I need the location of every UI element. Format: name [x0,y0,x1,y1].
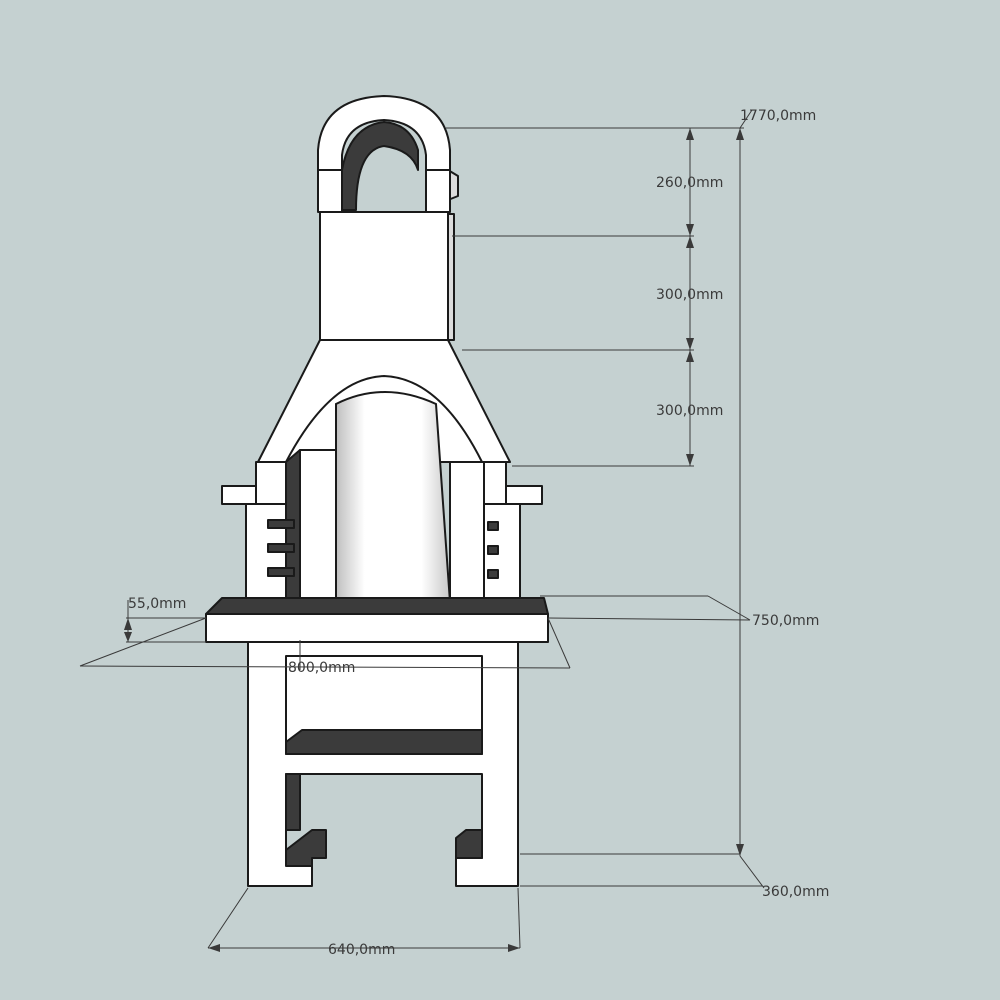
dim-label-hood: 300,0mm [656,403,723,419]
right-pillar [483,503,521,613]
right-grill-slots [487,521,499,579]
left-grill-slots [267,519,295,577]
fire-chamber [335,391,452,603]
dim-label-base-depth: 360,0mm [762,884,829,900]
dim-counter-height: 750,0mm [540,595,819,629]
dim-hood: 300,0mm [656,350,723,466]
chimney-shaft-shade [447,213,455,341]
right-foot-shade [455,829,483,859]
left-pillar-top [255,461,287,505]
cap-arch [317,95,451,171]
right-pillar-inner [449,461,485,603]
inner-left-wall [299,449,337,603]
dim-label-counter-height: 750,0mm [752,613,819,629]
left-slot-2 [267,543,295,553]
cap-inner-dark [341,121,419,211]
dim-label-chimney-cap: 260,0mm [656,175,723,191]
cap-left-leg [317,169,343,213]
right-slot-1 [487,521,499,531]
right-pillar-top [483,461,507,505]
dim-total-height: 1770,0mm [736,108,816,856]
base-upper-shelf [285,729,483,755]
dim-label-base-width: 640,0mm [328,942,395,958]
left-slot-3 [267,567,295,577]
dim-base-width: 640,0mm [207,887,521,958]
base-frame [247,641,519,887]
base-lower-left-shade [285,773,301,831]
right-slot-2 [487,545,499,555]
left-pillar-inner-face [285,449,301,613]
left-foot-shade [285,829,327,867]
countertop-slab [205,613,549,643]
dim-label-slab-thickness: 55,0mm [128,596,186,612]
chimney-cap [317,95,459,213]
cap-right-leg [425,169,451,213]
slab-top-face [205,597,549,615]
dim-slab-thickness: 55,0mm [124,596,206,643]
dim-slab-width: 800,0mm [79,617,571,676]
dim-chimney-cap: 260,0mm [656,128,723,236]
dim-chimney-shaft: 300,0mm [656,236,723,350]
dim-label-total-height: 1770,0mm [740,108,816,124]
dim-base-depth: 360,0mm [520,853,829,900]
dim-label-slab-width: 800,0mm [288,660,355,676]
chimney-shaft [319,211,449,343]
left-slot-1 [267,519,295,529]
right-slot-3 [487,569,499,579]
dim-label-chimney-shaft: 300,0mm [656,287,723,303]
